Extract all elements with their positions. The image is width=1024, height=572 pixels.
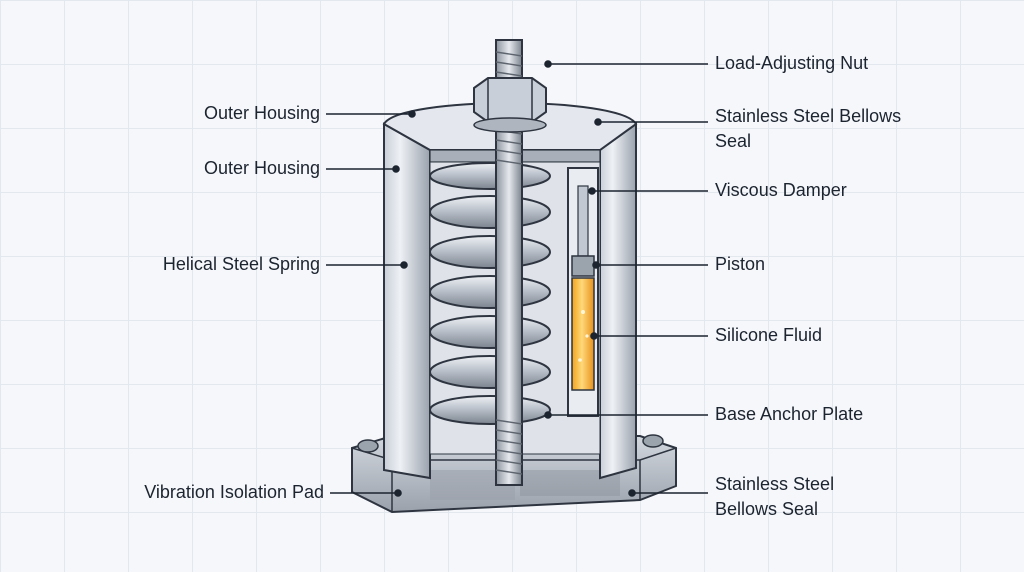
label-load-adjusting-nut: Load-Adjusting Nut	[715, 53, 869, 73]
hex-nut-icon	[473, 77, 547, 133]
label-outer-housing-2: Outer Housing	[203, 158, 320, 178]
label-viscous-damper: Viscous Damper	[715, 180, 847, 200]
label-vibration-isolation-pad: Vibration Isolation Pad	[144, 482, 324, 502]
label-bellows-seal-top: Stainless Steel Bellows Seal	[715, 106, 902, 151]
label-helical-steel-spring: Helical Steel Spring	[162, 254, 320, 274]
label-silicone-fluid: Silicone Fluid	[715, 325, 823, 345]
silicone-fluid	[571, 277, 595, 391]
label-outer-housing-1: Outer Housing	[203, 103, 320, 123]
label-bellows-seal-bottom: Stainless Steel Bellows Seal	[715, 474, 835, 519]
viscous-damper	[567, 167, 599, 417]
piston-head	[571, 255, 595, 277]
label-piston: Piston	[715, 254, 766, 274]
label-base-anchor-plate: Base Anchor Plate	[715, 404, 864, 424]
